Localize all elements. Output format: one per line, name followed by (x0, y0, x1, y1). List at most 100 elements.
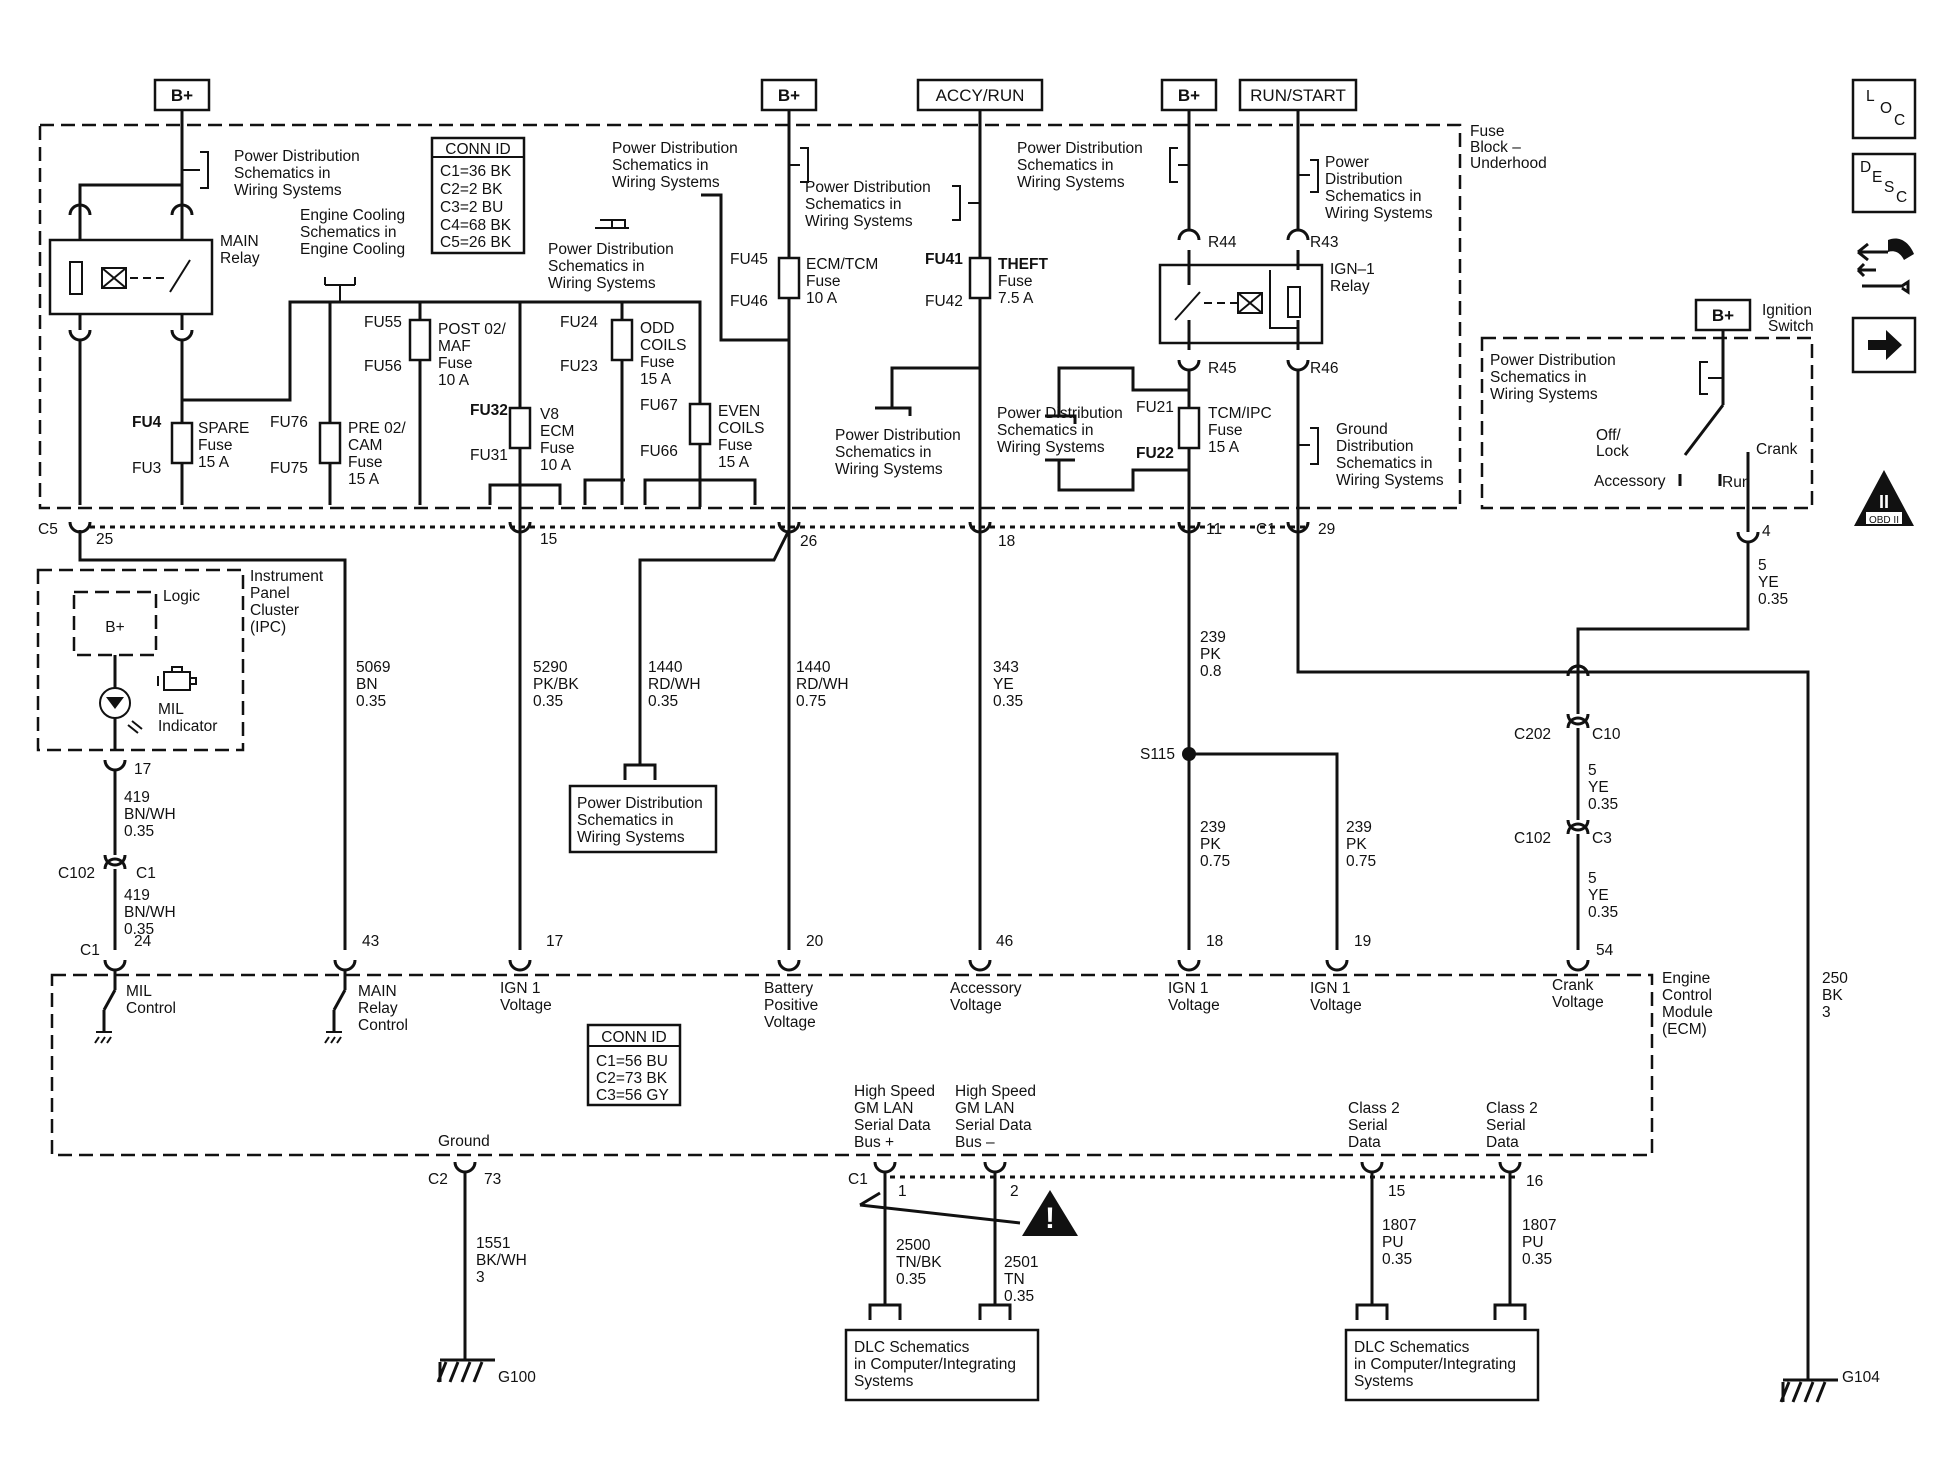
svg-text:PRE 02/: PRE 02/ (348, 420, 406, 437)
svg-text:Cluster: Cluster (250, 602, 299, 619)
svg-text:0.35: 0.35 (124, 823, 154, 840)
svg-text:PK: PK (1200, 836, 1221, 853)
svg-text:15 A: 15 A (640, 371, 672, 388)
svg-text:FU3: FU3 (132, 460, 161, 477)
svg-text:Voltage: Voltage (1552, 994, 1604, 1011)
svg-text:24: 24 (134, 933, 152, 950)
svg-text:ECM/TCM: ECM/TCM (806, 256, 878, 273)
svg-text:Power Distribution: Power Distribution (805, 179, 931, 196)
svg-text:Voltage: Voltage (1310, 997, 1362, 1014)
connector-tool-icon[interactable] (1856, 238, 1914, 295)
wire-5-ye (1576, 542, 1750, 714)
wire-250-label: 250 BK 3 (1822, 970, 1848, 1021)
svg-text:FU23: FU23 (560, 358, 598, 375)
svg-text:YE: YE (1588, 779, 1609, 796)
svg-text:R45: R45 (1208, 360, 1236, 377)
svg-text:YE: YE (1588, 887, 1609, 904)
svg-text:C2=2 BK: C2=2 BK (440, 181, 503, 198)
ign1-voltage-label-2: IGN 1 Voltage (1168, 980, 1220, 1014)
run-start-source: RUN/START (1238, 78, 1358, 112)
svg-text:Positive: Positive (764, 997, 818, 1014)
svg-text:Serial: Serial (1486, 1117, 1526, 1134)
svg-text:Fuse: Fuse (348, 454, 382, 471)
svg-text:B+: B+ (105, 619, 124, 636)
next-arrow-icon[interactable] (1851, 316, 1917, 374)
svg-text:BN/WH: BN/WH (124, 904, 176, 921)
svg-text:1440: 1440 (796, 659, 831, 676)
desc-icon[interactable]: D E S C (1851, 152, 1917, 214)
svg-text:FU67: FU67 (640, 397, 678, 414)
svg-text:Wiring Systems: Wiring Systems (1490, 386, 1598, 403)
svg-text:C5: C5 (38, 521, 58, 538)
wire-5069-label: 5069 BN 0.35 (356, 659, 390, 710)
svg-text:Fuse: Fuse (438, 355, 472, 372)
svg-text:Switch: Switch (1768, 318, 1814, 335)
svg-text:S: S (1884, 179, 1894, 196)
svg-text:C1: C1 (848, 1171, 868, 1188)
svg-text:IGN 1: IGN 1 (500, 980, 540, 997)
svg-text:MAIN: MAIN (358, 983, 397, 1000)
svg-text:FU22: FU22 (1136, 445, 1174, 462)
svg-text:Off/: Off/ (1596, 427, 1621, 444)
svg-text:YE: YE (1758, 574, 1779, 591)
wire-5069 (78, 530, 347, 950)
accessory-voltage-label: Accessory Voltage (950, 980, 1022, 1014)
svg-text:THEFT: THEFT (998, 256, 1048, 273)
svg-text:Voltage: Voltage (1168, 997, 1220, 1014)
svg-text:Relay: Relay (1330, 278, 1370, 295)
pd-ref-theft-lower: Power Distribution Schematics in Wiring … (835, 427, 961, 478)
svg-text:Relay: Relay (358, 1000, 398, 1017)
svg-text:Engine: Engine (1662, 970, 1710, 987)
pd-ref-main: Power Distribution Schematics in Wiring … (234, 148, 360, 199)
svg-text:MAIN: MAIN (220, 233, 259, 250)
svg-text:419: 419 (124, 887, 150, 904)
main-relay-control-pin: MAIN Relay Control (324, 970, 408, 1044)
pd-ref-ign-upper-left: Power Distribution Schematics in Wiring … (1017, 140, 1143, 191)
svg-text:!: ! (1045, 1202, 1055, 1235)
svg-text:C3: C3 (1592, 830, 1612, 847)
svg-text:ACCY/RUN: ACCY/RUN (936, 86, 1025, 105)
svg-text:CONN ID: CONN ID (445, 141, 510, 158)
wire-1440-label: 1440 RD/WH 0.75 (796, 659, 849, 710)
svg-text:Fuse: Fuse (640, 354, 674, 371)
svg-text:COILS: COILS (640, 337, 687, 354)
svg-text:COILS: COILS (718, 420, 765, 437)
svg-text:SPARE: SPARE (198, 420, 249, 437)
svg-text:Engine Cooling: Engine Cooling (300, 207, 405, 224)
svg-text:C1=56 BU: C1=56 BU (596, 1053, 668, 1070)
svg-text:S115: S115 (1140, 746, 1175, 763)
svg-text:18: 18 (1206, 933, 1223, 950)
svg-text:Power Distribution: Power Distribution (577, 795, 703, 812)
svg-text:II: II (1879, 492, 1889, 512)
svg-text:PK: PK (1346, 836, 1367, 853)
svg-text:Systems: Systems (1354, 1373, 1414, 1390)
svg-text:Serial Data: Serial Data (955, 1117, 1032, 1134)
svg-text:GM LAN: GM LAN (854, 1100, 913, 1117)
svg-text:RUN/START: RUN/START (1250, 86, 1346, 105)
svg-text:(ECM): (ECM) (1662, 1021, 1707, 1038)
svg-text:Voltage: Voltage (764, 1014, 816, 1031)
ecm-conn-id: CONN ID C1=56 BU C2=73 BK C3=56 GY (586, 1023, 682, 1107)
svg-text:TN/BK: TN/BK (896, 1254, 942, 1271)
svg-text:239: 239 (1346, 819, 1372, 836)
svg-text:E: E (1872, 169, 1882, 186)
svg-text:Ground: Ground (1336, 421, 1388, 438)
svg-text:FU24: FU24 (560, 314, 598, 331)
svg-text:Serial Data: Serial Data (854, 1117, 931, 1134)
svg-text:Power Distribution: Power Distribution (1490, 352, 1616, 369)
svg-text:FU32: FU32 (470, 402, 508, 419)
loc-icon[interactable]: L O C (1851, 78, 1917, 140)
svg-text:C: C (1896, 189, 1907, 206)
svg-text:Relay: Relay (220, 250, 260, 267)
svg-text:G100: G100 (498, 1369, 536, 1386)
svg-text:MAF: MAF (438, 338, 471, 355)
svg-text:17: 17 (134, 761, 151, 778)
svg-text:C3=2 BU: C3=2 BU (440, 199, 503, 216)
svg-text:73: 73 (484, 1171, 501, 1188)
wire-419: 17 419 BN/WH 0.35 C102 C1 419 BN/WH 0.35 (58, 759, 176, 950)
svg-text:C1=36 BK: C1=36 BK (440, 163, 512, 180)
svg-text:4: 4 (1762, 523, 1771, 540)
svg-text:Wiring Systems: Wiring Systems (612, 174, 720, 191)
svg-text:0.35: 0.35 (1758, 591, 1788, 608)
svg-text:Lock: Lock (1596, 443, 1629, 460)
